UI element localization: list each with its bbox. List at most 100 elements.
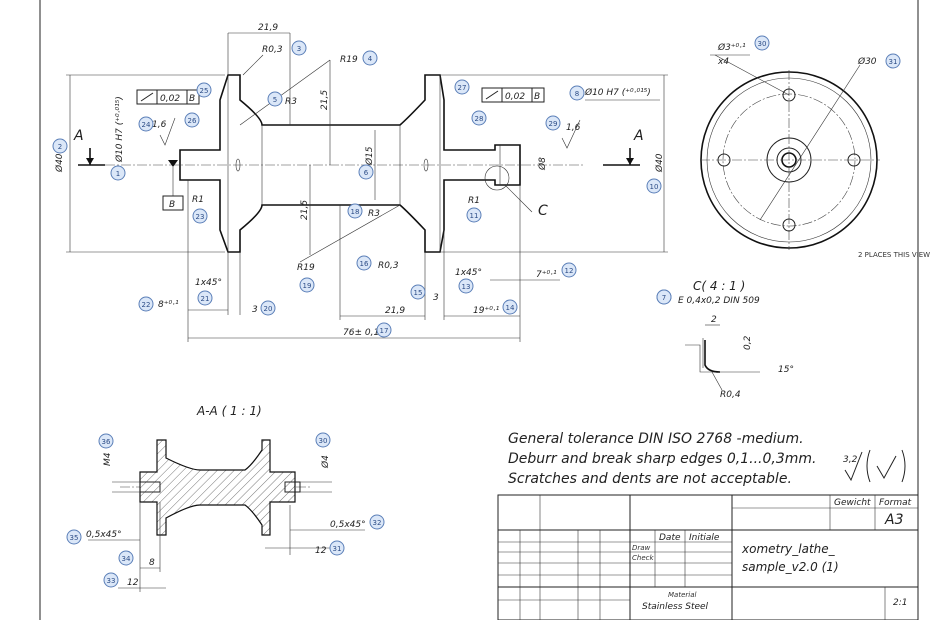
end-hole-dim: Ø3⁺⁰·¹ — [717, 42, 746, 53]
hole-mark-left — [235, 158, 241, 172]
balloon-6: 6 — [358, 164, 374, 180]
svg-text:18: 18 — [351, 208, 360, 216]
svg-text:23: 23 — [196, 213, 205, 221]
note-line-1: General tolerance DIN ISO 2768 -medium. — [508, 431, 804, 447]
dim-r03-bot: R0,3 — [378, 261, 399, 271]
section-ch-right: 0,5x45° — [330, 520, 366, 530]
balloon-27: 27 — [454, 79, 470, 95]
section-m4: M4 — [103, 452, 113, 466]
leader-r19 — [239, 59, 331, 126]
hole-right — [847, 153, 861, 167]
dim-r3-top: R3 — [285, 97, 297, 107]
dim-219-bot: 21,9 — [385, 306, 405, 316]
svg-text:20: 20 — [264, 305, 273, 313]
svg-text:30: 30 — [319, 437, 328, 445]
svg-text:21: 21 — [201, 295, 210, 303]
svg-text:28: 28 — [475, 115, 484, 123]
svg-text:36: 36 — [102, 438, 111, 446]
balloon-2: 2 — [52, 138, 68, 154]
balloon-17: 17 — [376, 322, 392, 338]
title-block-frame — [497, 494, 919, 620]
svg-text:35: 35 — [70, 534, 79, 542]
dim-215-bot: 21,5 — [300, 200, 310, 220]
tb-format-value: A3 — [884, 512, 903, 528]
balloon-18: 18 — [347, 203, 363, 219]
leader-hole — [714, 54, 790, 96]
svg-text:30: 30 — [758, 40, 767, 48]
svg-text:16: 16 — [360, 260, 369, 268]
runout-right-ref: B — [534, 92, 540, 102]
runout-right-value: 0,02 — [505, 92, 525, 102]
detail-c-leader — [505, 185, 533, 213]
svg-text:31: 31 — [889, 58, 898, 66]
tb-initiale: Initiale — [689, 533, 720, 543]
section-ch-left: 0,5x45° — [86, 530, 122, 540]
datum-b-label: B — [169, 200, 175, 210]
datum-b-triangle — [168, 160, 178, 167]
balloon-10: 10 — [646, 178, 662, 194]
detail-title: C( 4 : 1 ) — [693, 279, 745, 293]
detail-profile-b — [704, 340, 721, 373]
section-a-left: A — [73, 128, 84, 144]
thread-right — [284, 481, 301, 493]
svg-text:15: 15 — [414, 289, 423, 297]
dim-r19-bot: R19 — [297, 263, 315, 273]
svg-text:27: 27 — [458, 84, 467, 92]
section-view: A-A ( 1 : 1) M4 Ø4 0,5x45° 0,5x45° 8 12 … — [66, 404, 385, 592]
surface-symbol — [844, 451, 863, 482]
balloon-30-sec: 30 — [315, 432, 331, 448]
svg-text:1: 1 — [116, 170, 120, 178]
surface-value: 3,2 — [843, 455, 858, 465]
rough-left-symbol — [159, 117, 176, 146]
leader-r19-bot — [299, 204, 401, 263]
runout-left-arrow — [140, 92, 154, 102]
dim-3-left: 3 — [252, 305, 258, 315]
balloon-34: 34 — [118, 550, 134, 566]
dim-ph-right: 1x45° — [455, 268, 482, 278]
svg-text:29: 29 — [549, 120, 558, 128]
dim-dia10-left: Ø10 H7 (⁺⁰·⁰¹⁵) — [114, 96, 125, 163]
balloon-3: 3 — [291, 40, 307, 56]
svg-text:34: 34 — [122, 555, 131, 563]
section-d8: 8 — [149, 558, 155, 568]
balloon-21: 21 — [197, 290, 213, 306]
section-arrowhead-right — [626, 158, 634, 165]
runout-left-value: 0,02 — [160, 94, 180, 104]
section-title: A-A ( 1 : 1) — [196, 404, 262, 418]
dim-76: 76± 0,1 — [343, 328, 379, 338]
balloon-7-detail: 7 — [656, 289, 672, 305]
svg-text:31: 31 — [333, 545, 342, 553]
dim-219-top: 21,9 — [258, 23, 278, 33]
svg-text:13: 13 — [462, 283, 471, 291]
detail-angle: 15° — [778, 365, 794, 375]
balloon-30-end: 30 — [754, 35, 770, 51]
runout-right-arrow — [485, 90, 499, 100]
leader-r03 — [242, 54, 264, 76]
tb-scale: 2:1 — [893, 598, 907, 608]
dim-19: 19⁺⁰·¹ — [473, 306, 500, 316]
detail-view: C( 4 : 1 ) E 0,4x0,2 DIN 509 2 0,2 15° R… — [656, 279, 794, 400]
detail-dim-depth: 0,2 — [743, 335, 753, 350]
svg-text:12: 12 — [565, 267, 574, 275]
dim-r19-top: R19 — [340, 55, 358, 65]
runout-left-ref-box — [186, 89, 200, 105]
balloon-14: 14 — [502, 299, 518, 315]
svg-text:4: 4 — [368, 55, 373, 63]
balloon-1: 1 — [110, 165, 126, 181]
section-d4: Ø4 — [320, 455, 331, 469]
balloon-25: 25 — [196, 82, 212, 98]
dim-dia10-right: Ø10 H7 (⁺⁰·⁰¹⁵) — [584, 87, 651, 98]
thread-left — [139, 481, 161, 493]
hole-bottom — [782, 218, 796, 232]
detail-dim-2: 2 — [711, 315, 717, 325]
main-view: 21,9 R0,3 R19 R3 21,5 Ø15 21,5 R3 R19 R0… — [52, 23, 672, 342]
section-arrowhead-left — [86, 158, 94, 165]
balloon-12: 12 — [561, 262, 577, 278]
tb-date: Date — [659, 533, 681, 543]
tb-format-label: Format — [879, 498, 912, 508]
dim-dia8: Ø8 — [537, 157, 548, 171]
dim-r3-bot: R3 — [368, 209, 380, 219]
svg-text:8: 8 — [575, 90, 579, 98]
tb-name-1: xometry_lathe_ — [741, 542, 836, 556]
dim-r1-left: R1 — [192, 195, 204, 205]
